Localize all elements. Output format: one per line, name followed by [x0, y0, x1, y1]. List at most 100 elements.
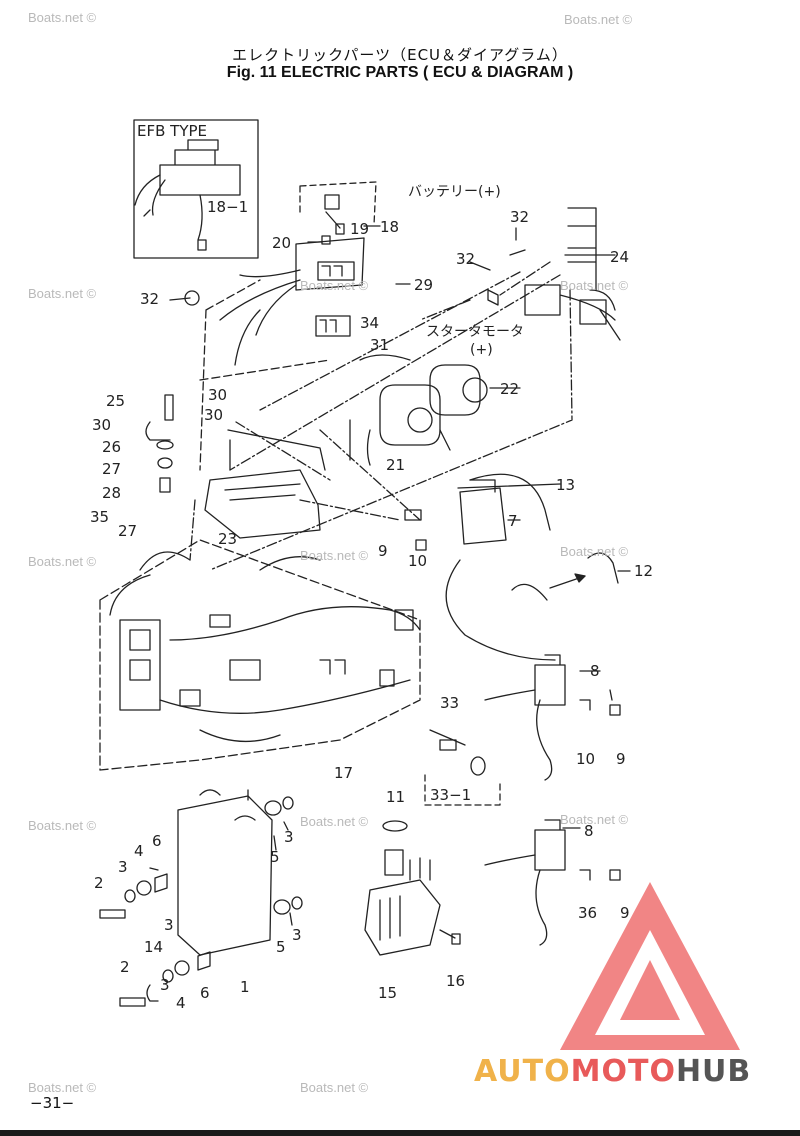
arrow-head: [574, 573, 586, 583]
part-label-33: 33: [440, 694, 459, 712]
watermark: Boats.net ©: [300, 814, 369, 829]
clamp-14: [146, 984, 159, 1002]
dashed-frame-left: [199, 279, 331, 471]
part-label-18: 18: [380, 218, 399, 236]
relay-wires: [219, 269, 301, 366]
part-label-6-a: 6: [152, 832, 162, 850]
part-label-29: 29: [414, 276, 433, 294]
part-label-35: 35: [90, 508, 109, 526]
watermark: Boats.net ©: [28, 818, 97, 833]
clamp-11: [382, 820, 408, 832]
collar-28: [159, 477, 171, 493]
coil-8b-leads: [484, 854, 621, 946]
logo-text-hub: HUB: [675, 1054, 752, 1089]
part-label-16: 16: [446, 972, 465, 990]
collar-6a: [154, 873, 168, 893]
bracket-30-clamp: [227, 429, 326, 471]
part-label-24: 24: [610, 248, 629, 266]
relay-wires-31: [349, 354, 451, 466]
washer-3c: [124, 889, 136, 903]
part-label-13: 13: [556, 476, 575, 494]
part-label-12: 12: [634, 562, 653, 580]
rectifier-leads: [384, 849, 431, 881]
part-label-34: 34: [360, 314, 379, 332]
part-label-6-b: 6: [200, 984, 210, 1002]
bottom-border: [0, 1130, 800, 1136]
terminals-32: [487, 249, 526, 306]
annotation-starter-motor: スタータモータ: [426, 324, 524, 340]
part-label-32-top: 32: [510, 208, 529, 226]
washer-3b: [291, 896, 303, 910]
harness-frame-dashed: [99, 539, 421, 771]
fuse-small: [321, 223, 345, 245]
part-label-8-b: 8: [584, 822, 594, 840]
part-label-31: 31: [370, 336, 389, 354]
coil-lead-13: [445, 473, 556, 661]
starter-relay-22-cap: [462, 377, 488, 403]
watermark: Boats.net ©: [560, 812, 629, 827]
efb-wires: [134, 174, 207, 251]
nut-27: [157, 457, 173, 469]
part-label-5-a: 5: [270, 848, 280, 866]
sensor-33: [429, 729, 466, 751]
part-label-14: 14: [144, 938, 163, 956]
washer-26: [156, 440, 174, 450]
ignition-coil-8b: [534, 819, 566, 871]
part-label-9-a: 9: [378, 542, 388, 560]
watermark: Boats.net ©: [28, 10, 97, 25]
plug-cap-12: [511, 552, 619, 601]
ignition-coil-7: [459, 479, 507, 545]
grommet-4a: [136, 880, 152, 896]
watermark: Boats.net ©: [560, 544, 629, 559]
part-label-9-c: 9: [620, 904, 630, 922]
bolt-2a: [99, 909, 126, 919]
clamp-30: [145, 421, 171, 441]
ecu-1: [177, 789, 273, 956]
main-harness-17: [159, 556, 421, 743]
harness-connector-block: [109, 551, 191, 711]
dashed-frame-top: [299, 181, 377, 226]
part-label-27-b: 27: [118, 522, 137, 540]
part-label-10-b: 10: [576, 750, 595, 768]
harness-connectors: [179, 609, 414, 707]
efb-inset-frame: [133, 119, 259, 259]
relay-unit-detail: [317, 261, 355, 281]
efb-relay-block: [159, 139, 241, 196]
part-label-20: 20: [272, 234, 291, 252]
sensor-frame-33-1: [424, 774, 501, 806]
starter-relay-21-cap: [407, 407, 433, 433]
bracket-23: [204, 469, 321, 539]
watermark: Boats.net ©: [560, 278, 629, 293]
bolt-16: [439, 929, 461, 945]
watermark: Boats.net ©: [300, 278, 369, 293]
grommet-4b: [174, 960, 190, 976]
logo-triangle-icon: [560, 882, 740, 1050]
part-label-7: 7: [508, 512, 518, 530]
leader-lines: [149, 211, 631, 926]
part-label-3-d: 3: [164, 916, 174, 934]
part-label-32-left: 32: [140, 290, 159, 308]
washer-3a: [282, 796, 294, 810]
relay-24: [524, 284, 621, 341]
part-label-28: 28: [102, 484, 121, 502]
bolt-25: [164, 394, 174, 421]
part-label-26: 26: [102, 438, 121, 456]
part-label-4-b: 4: [176, 994, 186, 1012]
bracket-24-and-fuses: [567, 207, 616, 325]
part-label-8-a: 8: [590, 662, 600, 680]
part-label-2-a: 2: [94, 874, 104, 892]
part-label-30-a: 30: [208, 386, 227, 404]
bolt-2b: [119, 997, 146, 1007]
part-label-5-b: 5: [276, 938, 286, 956]
part-label-21: 21: [386, 456, 405, 474]
grommet-5a: [264, 800, 282, 816]
part-label-32-mid: 32: [456, 250, 475, 268]
part-label-22: 22: [500, 380, 519, 398]
coil-8a-leads: [484, 689, 621, 781]
fuse-block-34: [315, 315, 351, 337]
part-label-18-1: 18−1: [207, 198, 248, 216]
part-label-27-a: 27: [102, 460, 121, 478]
part-label-2-b: 2: [120, 958, 130, 976]
logo-text-auto: AUTO: [474, 1054, 571, 1089]
